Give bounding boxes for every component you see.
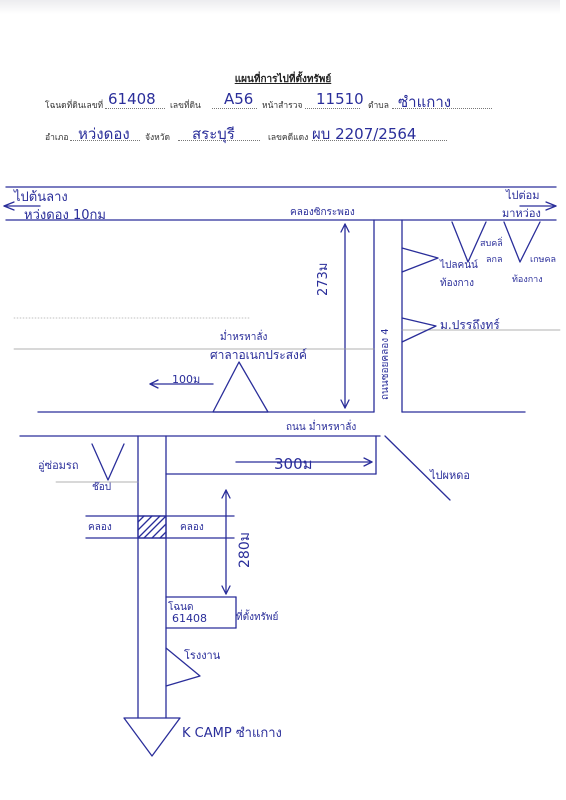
dimension-273-top-arrow — [340, 223, 350, 233]
bridge-hatching — [137, 515, 167, 539]
province-label: จังหวัด — [145, 132, 171, 142]
deed-value: 61408 — [108, 90, 156, 108]
right-direction-label: ไปผหดอ — [430, 469, 470, 482]
shop1-label-2: ท้องกาง — [440, 278, 475, 289]
shop3-label-2: ท้องกาง — [512, 275, 543, 285]
canal-left-label: คลอง — [88, 522, 112, 533]
parcel-label: เลขที่ดิน — [170, 100, 201, 110]
province-dots — [178, 140, 260, 141]
canal-right-label: คลอง — [180, 522, 204, 533]
dimension-300-arrow — [363, 457, 373, 467]
shop3-label: เกษคล — [530, 255, 556, 265]
canal-top-label: คลองซิกระพอง — [290, 207, 355, 218]
factory-label: โรงงาน — [184, 649, 221, 662]
dimension-100-arrow — [149, 379, 159, 389]
ne-destination: ไปต่อม — [506, 189, 540, 202]
parcel-value: A56 — [224, 90, 254, 108]
road-bottom-label: ถนน ม่ำหรหาลั่ง — [286, 422, 357, 433]
subdistrict-dots — [392, 108, 492, 109]
parcel-dots — [212, 108, 257, 109]
repair-label-2: ช๊อป — [92, 482, 112, 493]
asset-location-label: ที่ตั้งทรัพย์ — [236, 612, 279, 623]
survey-label: หน้าสำรวจ — [262, 100, 303, 110]
dimension-280-top-arrow — [221, 489, 231, 499]
shop2-triangle — [451, 221, 487, 263]
dimension-280-label: 280ม — [237, 532, 253, 568]
repair-triangle — [91, 443, 125, 481]
shop2-label-2: ลกล — [486, 255, 503, 265]
subdistrict-value: ซำแกาง — [398, 93, 452, 111]
survey-dots — [305, 108, 360, 109]
case-label: เลขคดีแดง — [268, 132, 309, 142]
temple-label: ม่ำหรหาลั่ง — [220, 332, 268, 343]
district-label: อำเภอ — [45, 132, 69, 142]
deed-label: โฉนดที่ดินเลขที่ — [45, 100, 104, 110]
temple-triangle — [212, 361, 269, 413]
dimension-273-label: 273ม — [316, 262, 331, 296]
dimension-280-bottom-arrow — [221, 585, 231, 595]
shop1-label: ไปลคนน์ — [440, 260, 478, 271]
temple-label-2: ศาลาอเนกประสงค์ — [210, 348, 307, 362]
shop2-label: สบคลิ่ — [480, 239, 503, 249]
dimension-100-label: 100ม — [172, 373, 201, 386]
diagonal-road — [384, 435, 451, 501]
deed-box-number: 61408 — [172, 612, 207, 625]
case-value: ผบ 2207/2564 — [312, 125, 417, 143]
paper-fold-edge — [0, 0, 560, 14]
camp-label: K CAMP ซำแกาง — [182, 726, 282, 741]
survey-value: 11510 — [316, 90, 364, 108]
district-dots — [70, 140, 140, 141]
nw-destination: ไปต้นลาง — [14, 190, 68, 205]
village-triangle — [401, 317, 437, 343]
ne-destination-2: มาหว่อง — [502, 207, 541, 220]
document-title: แผนที่การไปที่ตั้งทรัพย์ — [234, 74, 332, 85]
shop3-triangle — [503, 221, 541, 263]
case-dots — [312, 140, 447, 141]
dimension-300-label: 300ม — [274, 455, 313, 473]
shop1-triangle — [401, 247, 439, 273]
province-value: สระบุรี — [192, 125, 235, 143]
subdistrict-label: ตำบล — [368, 100, 389, 110]
soi-label: ถนนซอยคลอง 4 — [380, 328, 391, 400]
village-label: ม.ปรรถึงทร์ — [440, 318, 500, 332]
nw-distance: หว่งดอง 10กม — [24, 208, 106, 223]
dimension-273-bottom-arrow — [340, 399, 350, 409]
camp-triangle — [123, 717, 181, 757]
deed-dots — [105, 108, 165, 109]
deed-box-label: โฉนด — [168, 602, 194, 613]
factory-triangle — [165, 647, 201, 687]
repair-label: อู่ซ่อมรถ — [38, 459, 79, 472]
district-value: หว่งดอง — [78, 125, 130, 143]
